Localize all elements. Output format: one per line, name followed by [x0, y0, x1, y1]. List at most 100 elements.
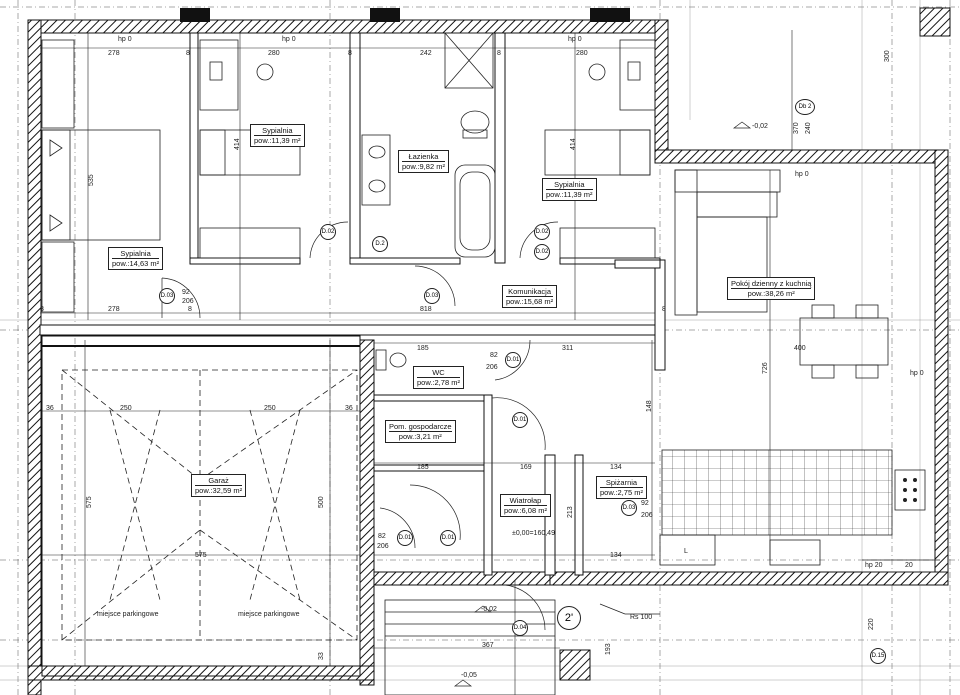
room-area: pow.:2,78 m² [417, 378, 460, 387]
dim: hp 0 [568, 36, 582, 43]
hp-label: hp 0 [795, 171, 809, 178]
sofa [674, 169, 781, 316]
parking-label-1: miejsce parkingowe [97, 611, 159, 618]
room-label-bedroom-main: Sypialnia pow.:14,63 m² [108, 247, 164, 270]
bed-2 [199, 39, 301, 259]
dim: 278 [108, 50, 120, 57]
dim: 8 [497, 50, 501, 57]
room-label-bedroom-3: Sypialnia pow.:11,39 m² [542, 178, 597, 201]
door-tag: D.2 [372, 236, 388, 252]
hp-label: hp 0 [910, 370, 924, 377]
dim: 8 [40, 306, 44, 313]
dim: 8 [662, 306, 666, 313]
dim: 818 [420, 306, 432, 313]
door-tag: D.01 [440, 530, 456, 546]
room-label-entry: Wiatrołap pow.:6,08 m² [500, 494, 551, 517]
kitchen-L: L [684, 548, 688, 555]
dim: 206 [486, 364, 498, 371]
room-area: pow.:9,82 m² [402, 162, 445, 171]
room-area: pow.:38,26 m² [747, 289, 795, 298]
room-name: Pokój dzienny z kuchnią [731, 279, 812, 289]
dim: 535 [88, 174, 95, 186]
room-name: Sypialnia [112, 249, 160, 259]
room-name: Łazienka [402, 152, 445, 162]
section-mark: 2' [557, 606, 581, 630]
level-entry: ±0,00=160,49 [512, 530, 555, 537]
dim: 82 [490, 352, 498, 359]
dim: 185 [417, 345, 429, 352]
dim: 575 [86, 496, 93, 508]
dim: 240 [805, 122, 812, 134]
dim: 185 [417, 464, 429, 471]
kitchen-tiles [659, 449, 926, 566]
room-area: pow.:3,21 m² [398, 432, 442, 441]
level-ext-2: -0,02 [481, 606, 497, 613]
room-label-corridor: Komunikacja pow.:15,68 m² [502, 285, 558, 308]
bathroom-fixtures [361, 32, 496, 258]
room-label-living: Pokój dzienny z kuchnią pow.:38,26 m² [727, 277, 816, 300]
dim: 36 [345, 405, 353, 412]
room-label-bedroom-2: Sypialnia pow.:11,39 m² [250, 124, 305, 147]
dim: 280 [576, 50, 588, 57]
dim: 278 [108, 306, 120, 313]
room-name: Spiżarnia [600, 478, 643, 488]
room-label-garage: Garaż pow.:32,59 m² [191, 474, 247, 497]
bed-main [41, 39, 161, 313]
dim: 367 [482, 642, 494, 649]
dim: 213 [567, 506, 574, 518]
dim: hp 0 [282, 36, 296, 43]
dim: 500 [318, 496, 325, 508]
level-ext-1: -0,02 [752, 123, 768, 130]
dim: 148 [646, 400, 653, 412]
dim: 82 [378, 533, 386, 540]
bed-3 [544, 39, 656, 259]
exterior-walls [27, 19, 949, 695]
room-label-pantry: Spiżarnia pow.:2,75 m² [596, 476, 647, 499]
room-area: pow.:6,08 m² [504, 506, 547, 515]
room-area: pow.:32,59 m² [195, 486, 243, 495]
door-tag: D.02 [320, 224, 336, 240]
dim: 206 [641, 512, 653, 519]
hp-label: 20 [905, 562, 913, 569]
room-name: Sypialnia [546, 180, 593, 190]
room-area: pow.:14,63 m² [112, 259, 160, 268]
dim: 8 [348, 50, 352, 57]
dim: 92 [182, 289, 190, 296]
grid-mark: Db 2 [795, 99, 815, 115]
door-tag: D.04 [512, 620, 528, 636]
room-label-bathroom: Łazienka pow.:9,82 m² [398, 150, 449, 173]
room-name: Komunikacja [506, 287, 554, 297]
table-dim: 400 [794, 345, 806, 352]
door-tag: D.03 [621, 500, 637, 516]
hp-label: hp 20 [865, 562, 883, 569]
dim: 169 [520, 464, 532, 471]
dim: 370 [793, 122, 800, 134]
dim: 220 [868, 618, 875, 630]
level-ext-3: -0,05 [461, 672, 477, 679]
dim: 92 [641, 500, 649, 507]
dim: 414 [234, 138, 241, 150]
room-area: pow.:2,75 m² [600, 488, 643, 497]
room-name: Wiatrołap [504, 496, 547, 506]
door-tag: D.01 [512, 412, 528, 428]
room-name: WC [417, 368, 460, 378]
room-label-utility: Pom. gospodarcze pow.:3,21 m² [385, 420, 456, 443]
dim: 134 [610, 552, 622, 559]
interior-walls [39, 32, 666, 576]
door-tag: D.03 [159, 288, 175, 304]
room-area: pow.:11,39 m² [546, 190, 593, 199]
dim: 206 [182, 298, 194, 305]
dim: 311 [562, 345, 574, 352]
dim: 193 [605, 643, 612, 655]
dim: 242 [420, 50, 432, 57]
rs-label: Rs 100 [630, 614, 653, 621]
door-tag: D.02 [534, 244, 550, 260]
door-tag: D.03 [424, 288, 440, 304]
room-name: Sypialnia [254, 126, 301, 136]
parking-label-2: miejsce parkingowe [238, 611, 300, 618]
door-tag: D.15 [870, 648, 886, 664]
dim: 33 [318, 652, 325, 660]
dim: 726 [762, 362, 769, 374]
